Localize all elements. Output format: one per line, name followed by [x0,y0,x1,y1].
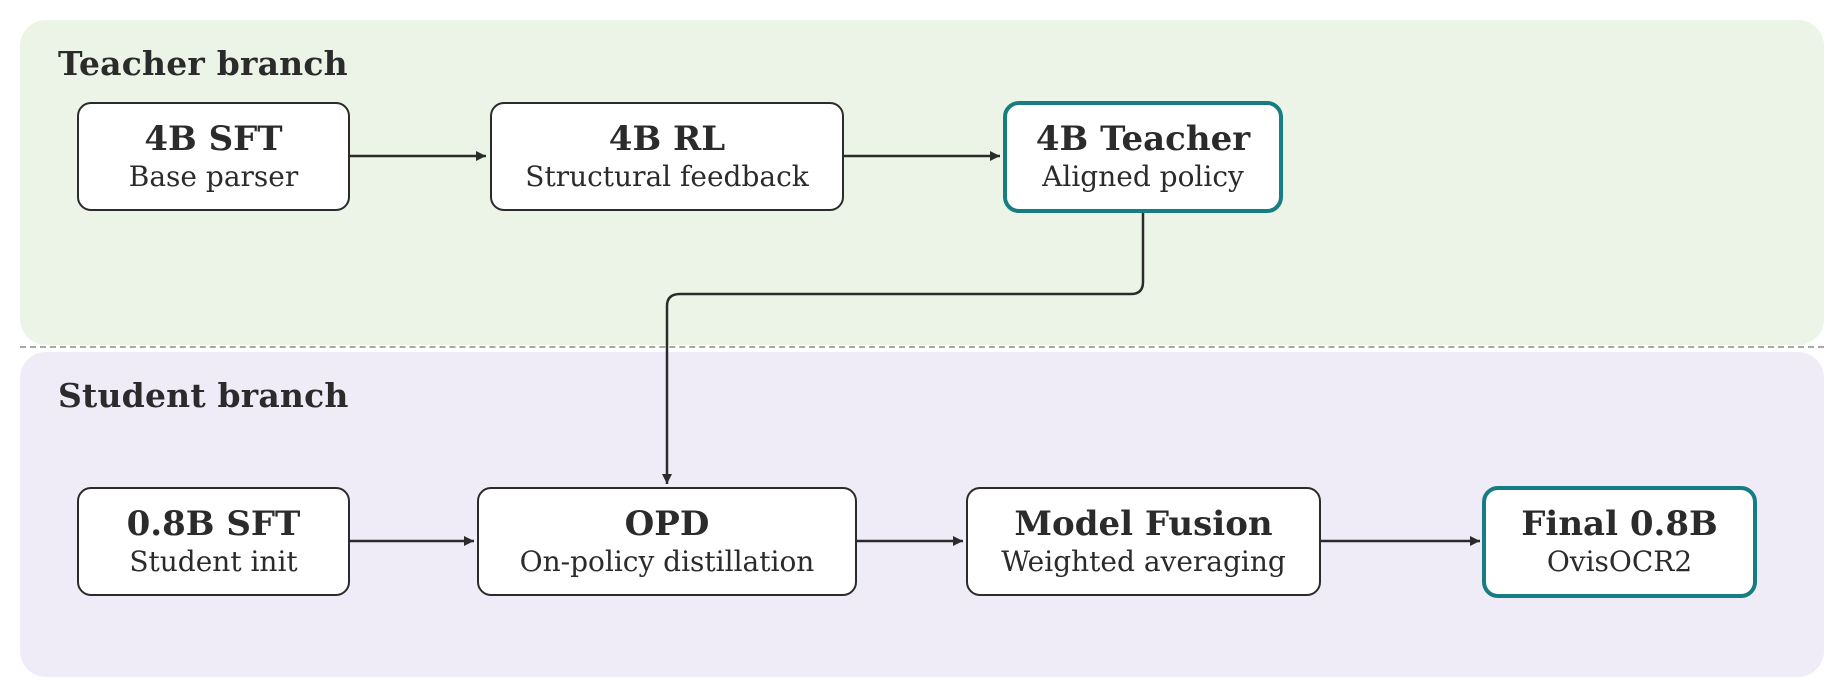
node-final-0-8b[interactable]: Final 0.8B OvisOCR2 [1482,486,1757,598]
node-4b-sft-title: 4B SFT [144,118,283,159]
student-branch-title: Student branch [58,376,349,415]
node-4b-sft-subtitle: Base parser [128,159,299,193]
node-4b-teacher[interactable]: 4B Teacher Aligned policy [1003,101,1283,213]
node-model-fusion[interactable]: Model Fusion Weighted averaging [966,487,1321,596]
node-final-0-8b-title: Final 0.8B [1521,504,1718,544]
node-4b-rl[interactable]: 4B RL Structural feedback [490,102,844,211]
node-final-0-8b-subtitle: OvisOCR2 [1546,545,1693,578]
node-0-8b-sft[interactable]: 0.8B SFT Student init [77,487,350,596]
node-opd-subtitle: On-policy distillation [519,544,815,578]
node-0-8b-sft-title: 0.8B SFT [126,503,301,544]
branch-divider [20,346,1824,348]
teacher-branch-title: Teacher branch [58,44,348,83]
node-4b-teacher-subtitle: Aligned policy [1042,160,1244,193]
node-opd[interactable]: OPD On-policy distillation [477,487,857,596]
node-4b-teacher-title: 4B Teacher [1035,119,1251,159]
node-model-fusion-subtitle: Weighted averaging [1001,544,1286,578]
node-4b-sft[interactable]: 4B SFT Base parser [77,102,350,211]
node-4b-rl-title: 4B RL [608,118,726,159]
node-model-fusion-title: Model Fusion [1014,503,1273,544]
node-4b-rl-subtitle: Structural feedback [525,159,809,193]
node-opd-title: OPD [624,503,710,544]
node-0-8b-sft-subtitle: Student init [129,544,298,578]
